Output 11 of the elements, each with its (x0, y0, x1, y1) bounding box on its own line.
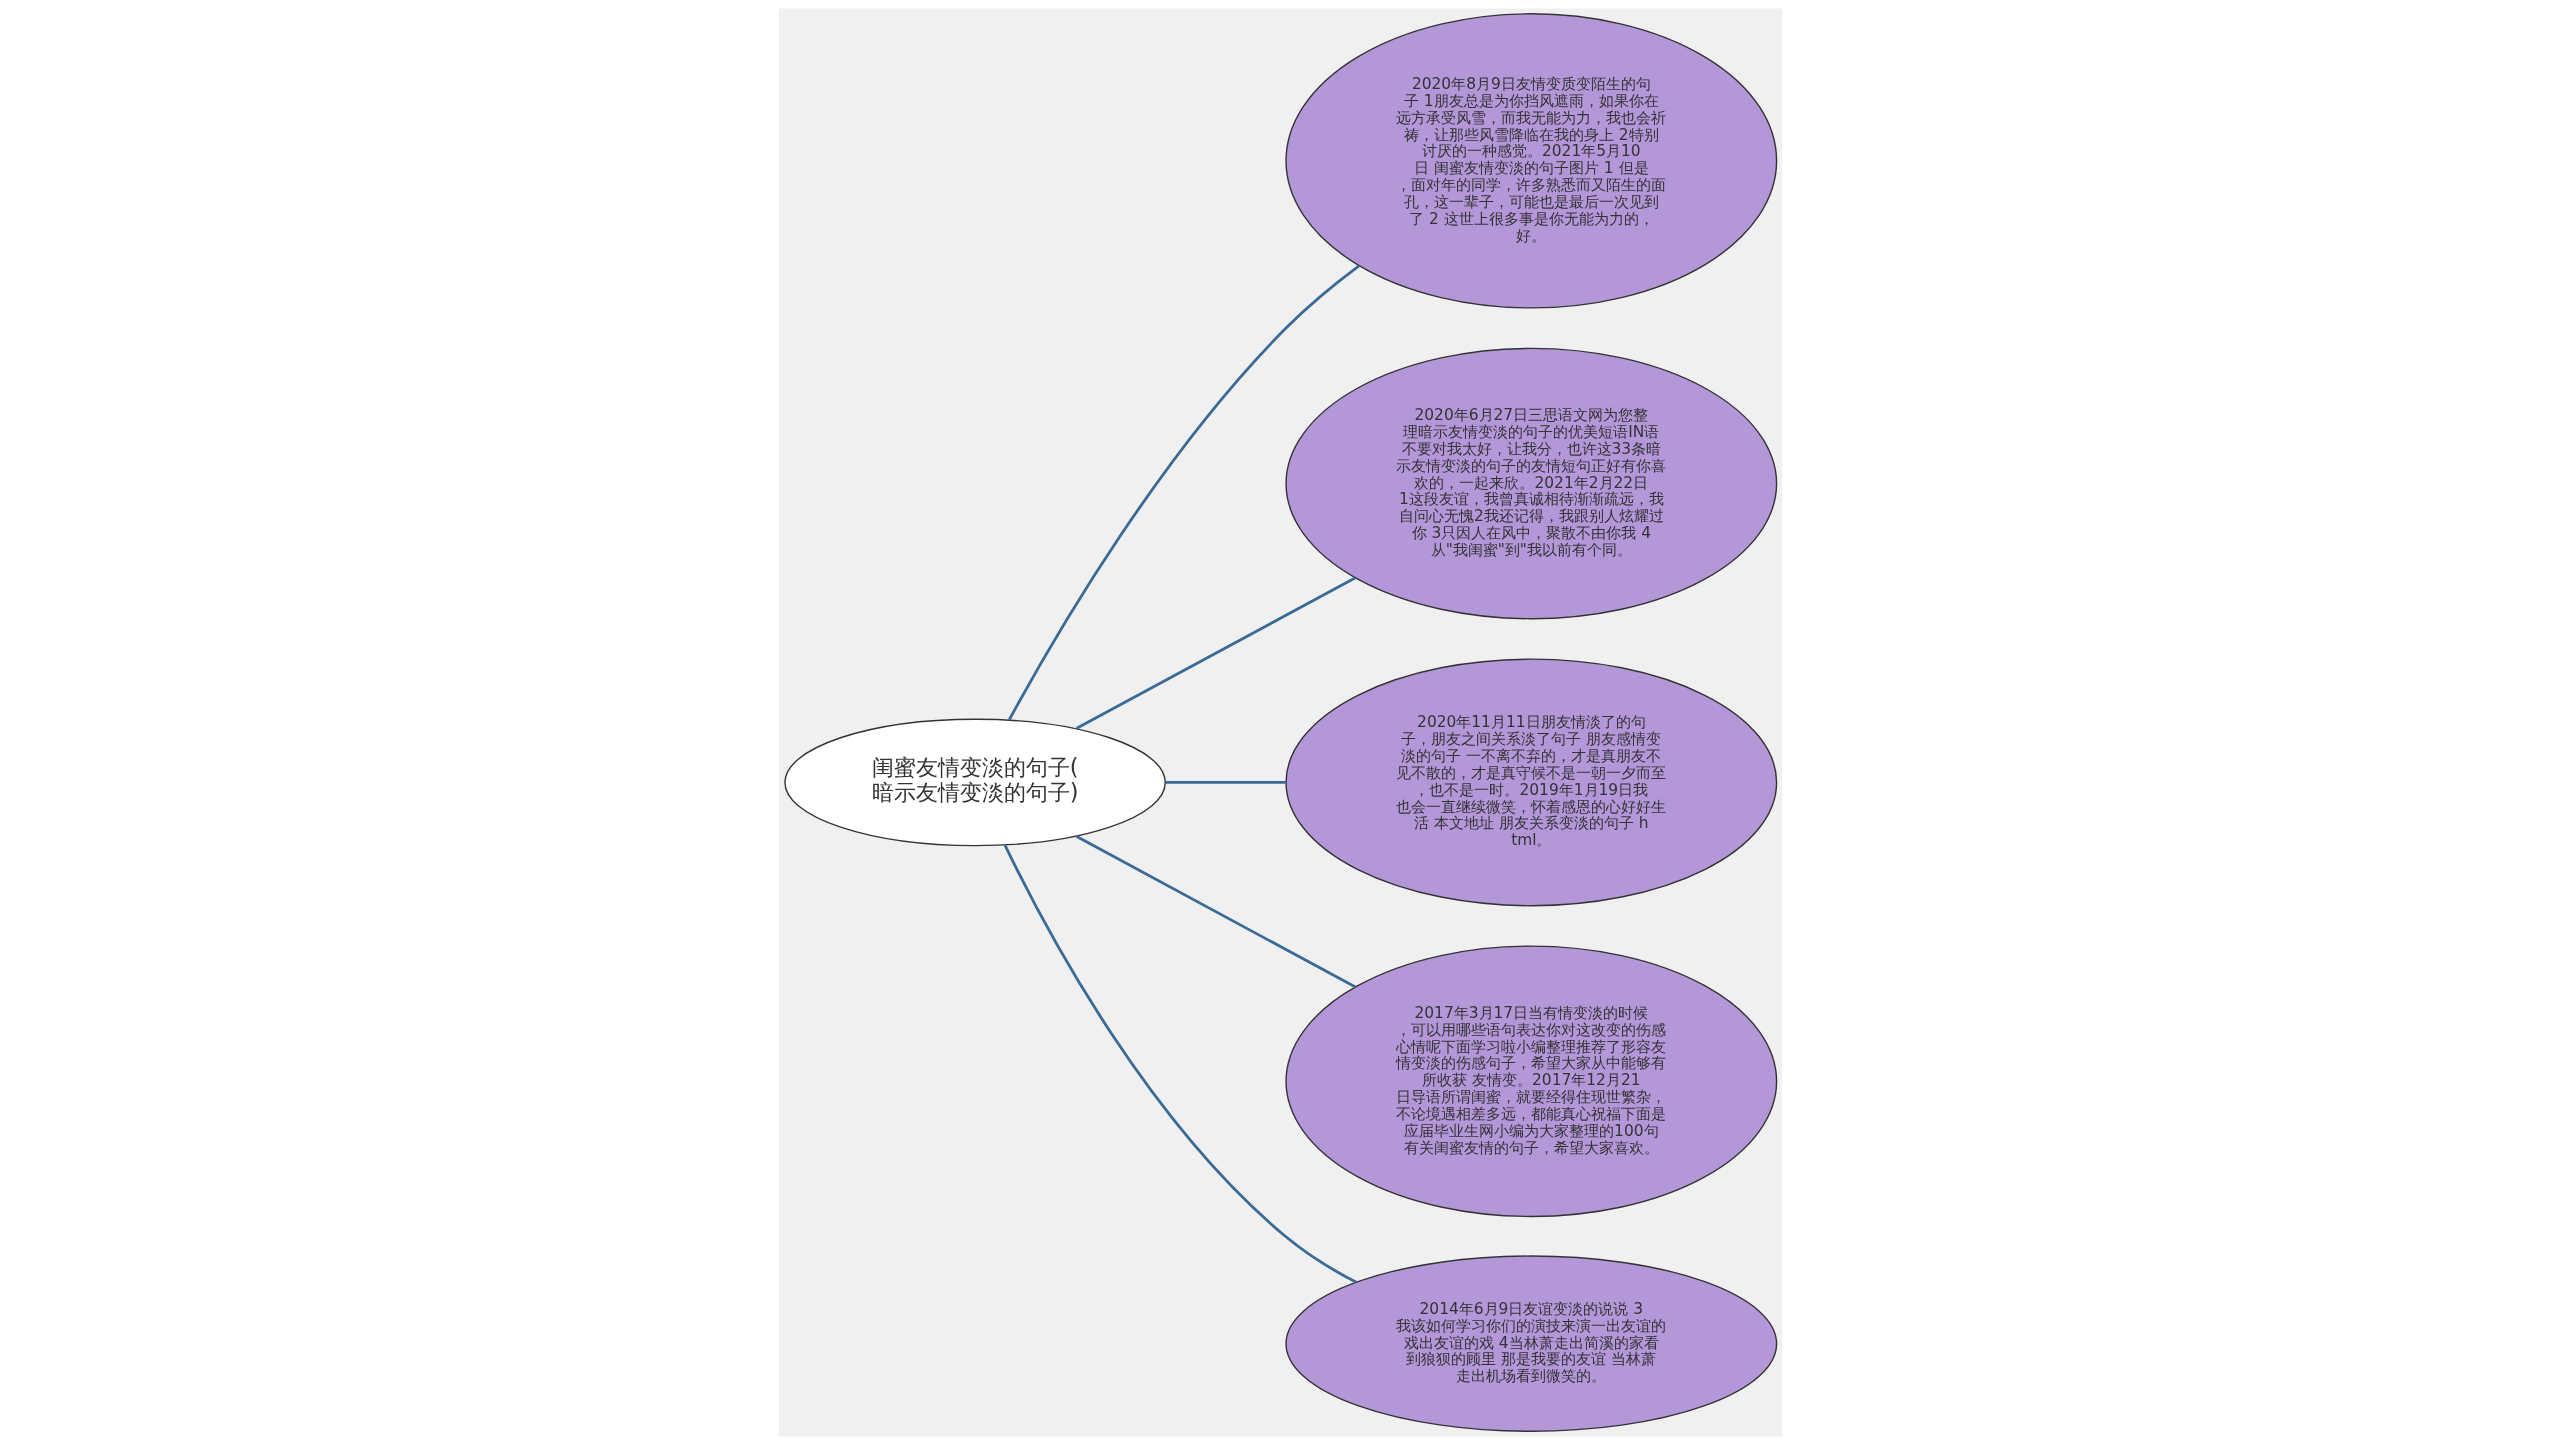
connector (1165, 781, 1286, 784)
node-ellipse: 2014年6月9日友谊变淡的说说 3我该如何学习你们的演技来演一出友谊的戏出友谊的戏 4当林萧走出简溪的家看到狼狈的顾里 那是我要的友谊 当林萧走出机场看到微笑的。 (1284, 1255, 1777, 1432)
connector (1075, 576, 1356, 730)
node-ellipse: 闺蜜友情变淡的句子(暗示友情变淡的句子) (783, 718, 1166, 847)
node-ellipse: 2020年6月27日三思语文网为您整理暗示友情变淡的句子的优美短语IN语不要对我太好，让我分，也许这33条暗示友情变淡的句子的友情短句正好有你喜欢的，一起来欣。2021年2月22日1这段友谊，我曾真诚相待渐渐疏远，我自问心无愧2我还记得，我跟别人炫耀过你 3只因人在风中，聚散不由你我 4从"我闺蜜"到"我以前有个同。 (1284, 347, 1777, 620)
node-ellipse: 2020年11月11日朋友情淡了的句子，朋友之间关系淡了句子 朋友感情变淡的句子 一不离不弃的，才是真朋友不见不散的，才是真守候不是一朝一夕而至，也不是一时。2019年1月19日我也会一直继续微笑，怀着感恩的心好好生活 本文地址 朋友关系变淡的句子 html。 (1284, 658, 1777, 907)
connector (1075, 835, 1356, 989)
connector (1007, 264, 1360, 721)
node-ellipse: 2017年3月17日当有情变淡的时候，可以用哪些语句表达你对这改变的伤感心情呢下面学习啦小编整理推荐了形容友情变淡的伤感句子，希望大家从中能够有所收获 友情变。2017年12月21日导语所谓闺蜜，就要经得住现世繁杂，不论境遇相差多远，都能真心祝福下面是应届毕业生网小编为大家整理的100句有关闺蜜友情的句子，希望大家喜欢。 (1284, 945, 1777, 1218)
connector (1003, 844, 1357, 1284)
node-ellipse: 2020年8月9日友情变质变陌生的句子 1朋友总是为你挡风遮雨，如果你在远方承受风雪，而我无能为力，我也会祈祷，让那些风雪降临在我的身上 2特别讨厌的一种感觉。2021年5月10日 闺蜜友情变淡的句子图片 1 但是，面对年的同学，许多熟悉而又陌生的面孔，这一辈子，可能也是最后一次见到了 2 这世上很多事是你无能为力的，好。 (1284, 13, 1777, 309)
